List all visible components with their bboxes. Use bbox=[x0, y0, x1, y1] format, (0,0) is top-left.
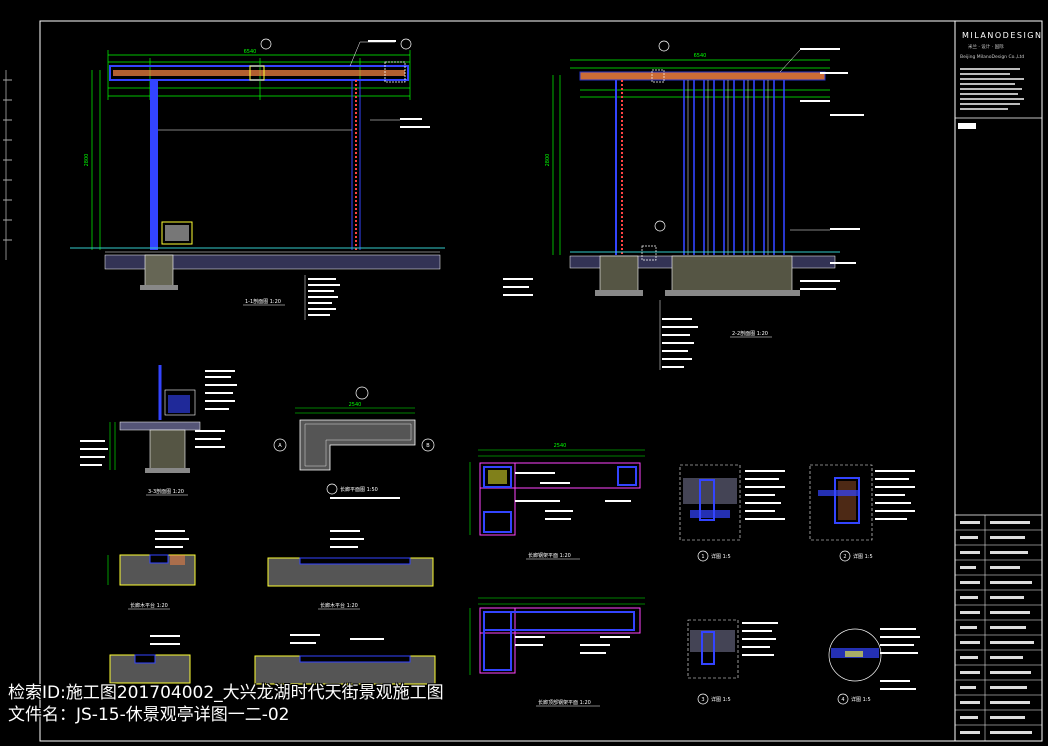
brand-logo: MILANODESIGN bbox=[962, 31, 1043, 40]
title-table-text bbox=[960, 521, 1034, 734]
marker-3: 3 bbox=[701, 697, 704, 703]
view-title-detail-1: 详图 1:5 bbox=[711, 553, 731, 560]
dim-frame-len: 2540 bbox=[554, 443, 567, 449]
view-title-frame-plan-2: 长廊顶部钢架平面 1:20 bbox=[538, 699, 591, 706]
frame-plan: 2540 长廊钢架平面 1:20 bbox=[469, 443, 645, 560]
view-title-frame-plan: 长廊钢架平面 1:20 bbox=[528, 552, 571, 559]
bench-section-d bbox=[109, 635, 191, 684]
view-title-plan-a: 长廊平面图 1:50 bbox=[340, 486, 378, 493]
marker-b: B bbox=[426, 443, 430, 449]
bench-section-c: 长廊木平台 1:20 bbox=[267, 530, 434, 610]
bench-section-e bbox=[254, 634, 436, 685]
view-title-plan-c: 长廊木平台 1:20 bbox=[320, 602, 358, 609]
frame-plan-2: 长廊顶部钢架平面 1:20 bbox=[469, 597, 645, 707]
detail-2: 2 详图 1:5 bbox=[809, 464, 915, 562]
title-table-rows bbox=[955, 515, 1042, 741]
brand-subtitle: 米兰 · 设计 · 国际 bbox=[968, 43, 1004, 50]
watermark-line-1: 检索ID:施工图201704002_大兴龙湖时代天街景观施工图 bbox=[8, 683, 444, 703]
detail-3: 3 详图 1:5 bbox=[687, 619, 778, 705]
bench-section-b: 长廊木平台 1:20 bbox=[107, 530, 196, 610]
dim-height-1: 2800 bbox=[84, 154, 90, 167]
marker-1: 1 bbox=[701, 554, 704, 560]
view-title-detail-4: 详图 1:5 bbox=[851, 696, 871, 703]
marker-2: 2 bbox=[843, 554, 846, 560]
dim-plan-len: 2540 bbox=[349, 402, 362, 408]
plan-a: 2540 长廊平面图 1:50 bbox=[273, 386, 435, 499]
title-stamp bbox=[958, 123, 976, 129]
section-cut-markers: A B bbox=[278, 443, 430, 449]
dim-top-total: 6540 bbox=[244, 49, 257, 55]
section-3: 3-3剖面图 1:20 bbox=[80, 365, 237, 496]
view-title-detail-2: 详图 1:5 bbox=[853, 553, 873, 560]
view-title-elev-2: 2-2剖面图 1:20 bbox=[732, 330, 768, 337]
marker-a: A bbox=[278, 443, 282, 449]
elevation-1: 6540 2800 bbox=[70, 38, 445, 320]
view-title-elev-1: 1-1剖面图 1:20 bbox=[245, 298, 281, 305]
view-title-section-3: 3-3剖面图 1:20 bbox=[148, 488, 184, 495]
title-block: MILANODESIGN 米兰 · 设计 · 国际 Beijing Milano… bbox=[955, 31, 1043, 741]
elevation-2: 6540 2800 bbox=[503, 40, 864, 370]
company-name: Beijing MilanoDesign Co.,Ltd bbox=[960, 54, 1024, 60]
dim-top-total-2: 6540 bbox=[694, 53, 707, 59]
view-title-detail-3: 详图 1:5 bbox=[711, 696, 731, 703]
marker-4: 4 bbox=[841, 697, 844, 703]
view-title-plan-b: 长廊木平台 1:20 bbox=[130, 602, 168, 609]
watermark-line-2: 文件名：JS-15-休景观亭详图一二-02 bbox=[8, 705, 290, 725]
title-block-notes bbox=[960, 68, 1024, 110]
dim-height-2: 2800 bbox=[545, 154, 551, 167]
detail-1: 1 详图 1:5 bbox=[679, 464, 785, 562]
sheet-border bbox=[39, 20, 1043, 742]
detail-4: 4 详图 1:5 bbox=[828, 628, 920, 705]
binding-ticks bbox=[3, 79, 12, 241]
